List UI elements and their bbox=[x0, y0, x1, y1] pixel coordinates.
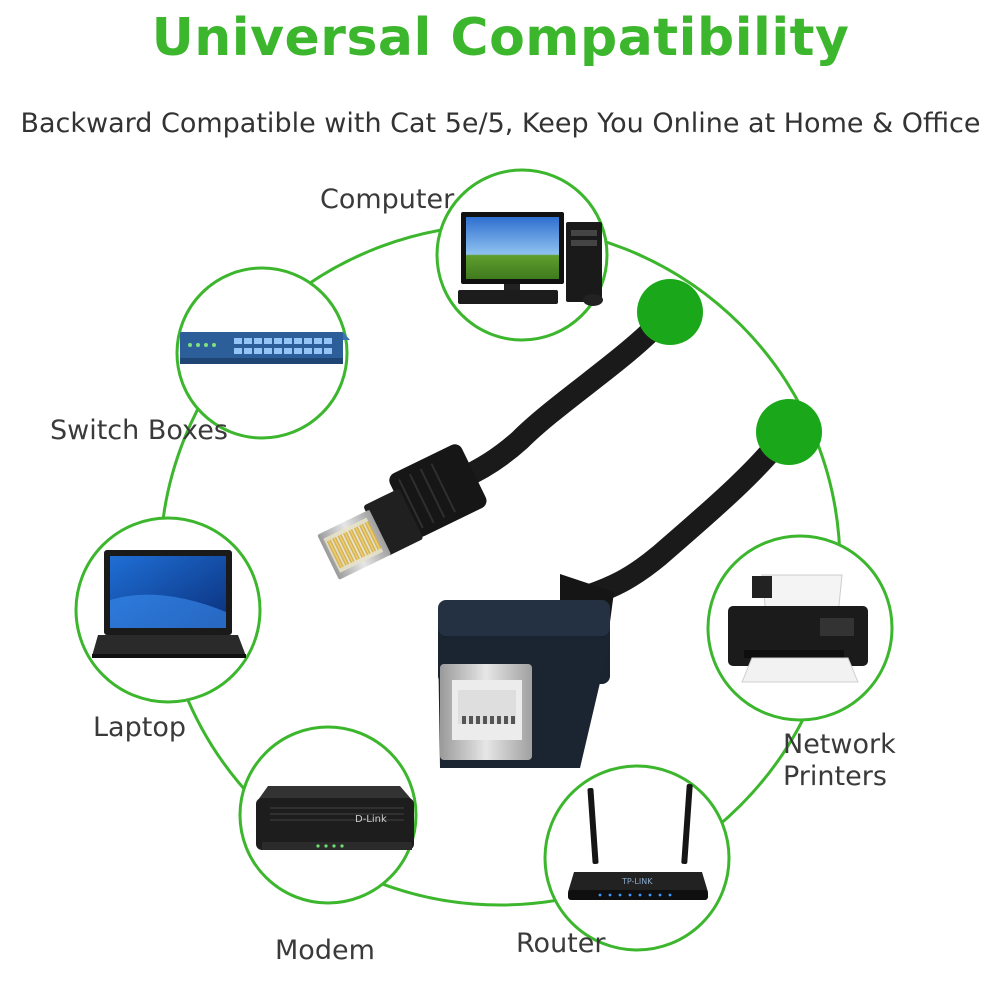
modem-label: Modem bbox=[275, 935, 375, 966]
page-subtitle: Backward Compatible with Cat 5e/5, Keep … bbox=[20, 108, 981, 139]
printer-icon bbox=[728, 574, 868, 683]
rj45-plug-icon bbox=[317, 444, 487, 580]
laptop-node bbox=[74, 516, 262, 704]
network-printers-line-2: Printers bbox=[783, 761, 887, 792]
ethernet-cable-female bbox=[579, 421, 797, 606]
computer-label: Computer bbox=[320, 184, 455, 215]
modem-logo: D-Link bbox=[355, 814, 387, 825]
network-printers-label: Network Printers bbox=[783, 729, 896, 793]
cable-end-dot-1 bbox=[637, 279, 703, 345]
switch-box-node bbox=[175, 266, 350, 440]
router-label: Router bbox=[516, 928, 606, 959]
modem-node: D-Link bbox=[238, 725, 418, 905]
printer-node bbox=[706, 534, 894, 722]
modem-icon: D-Link bbox=[256, 786, 414, 850]
laptop-icon bbox=[92, 550, 246, 658]
switch-box-icon bbox=[180, 332, 350, 364]
network-printers-line-1: Network bbox=[783, 729, 896, 760]
laptop-label: Laptop bbox=[93, 712, 186, 743]
computer-node bbox=[435, 168, 609, 342]
switch-boxes-label: Switch Boxes bbox=[50, 415, 228, 446]
cable-end-dot-2 bbox=[756, 399, 822, 465]
router-logo: TP-LINK bbox=[621, 877, 653, 886]
page-title: Universal Compatibility bbox=[151, 8, 850, 68]
router-node: TP-LINK bbox=[543, 764, 731, 952]
ethernet-cable-male bbox=[451, 301, 679, 489]
router-icon: TP-LINK bbox=[568, 784, 708, 900]
rj45-jack-icon bbox=[438, 574, 614, 768]
computer-icon bbox=[458, 212, 603, 306]
